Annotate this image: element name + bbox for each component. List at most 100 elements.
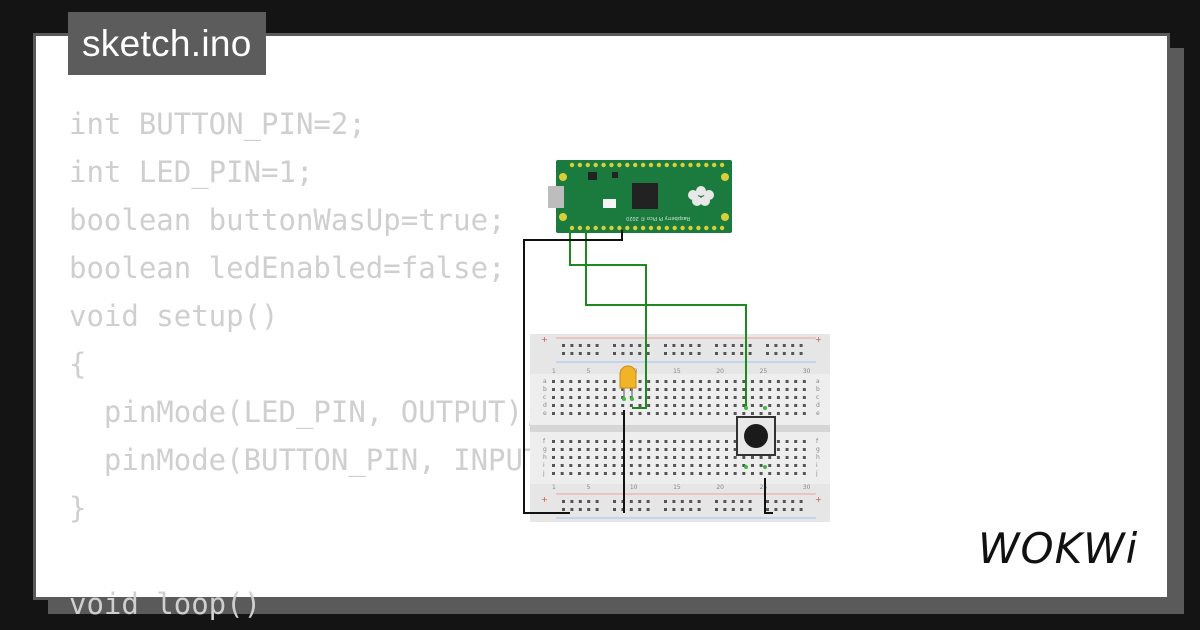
rail-hole	[689, 500, 693, 503]
code-line[interactable]: {	[69, 347, 87, 381]
file-tab[interactable]: sketch.ino	[68, 12, 266, 75]
terminal-hole	[716, 412, 720, 415]
wire-button-signal	[585, 230, 747, 408]
pico-pin[interactable]	[704, 162, 709, 168]
pico-pin[interactable]	[648, 225, 654, 231]
pico-pin[interactable]	[617, 225, 622, 231]
pico-pin[interactable]	[609, 225, 614, 231]
terminal-hole	[621, 448, 625, 451]
terminal-hole	[569, 440, 573, 443]
pico-pin[interactable]	[609, 162, 614, 168]
terminal-hole	[629, 404, 633, 407]
pico-pin[interactable]	[680, 162, 685, 168]
pico-pin[interactable]	[640, 225, 646, 231]
terminal-hole	[742, 412, 746, 415]
terminal-hole	[577, 448, 581, 451]
terminal-hole	[750, 388, 754, 391]
rail-hole	[672, 508, 676, 511]
terminal-hole	[647, 448, 651, 451]
pico-pin[interactable]	[664, 225, 669, 231]
terminal-hole	[794, 388, 798, 391]
terminal-hole	[716, 388, 720, 391]
pico-pin[interactable]	[696, 162, 701, 168]
pico-pin[interactable]	[640, 162, 646, 168]
pushbutton[interactable]	[736, 416, 776, 456]
terminal-hole	[725, 380, 728, 383]
code-line[interactable]: boolean buttonWasUp=true;	[69, 203, 506, 237]
pico-pin[interactable]	[664, 162, 669, 168]
terminal-hole	[699, 388, 703, 391]
pico-pin[interactable]	[688, 162, 693, 168]
pico-pin[interactable]	[696, 225, 701, 231]
raspberry-logo-icon	[688, 186, 714, 206]
pico-pin[interactable]	[648, 162, 654, 168]
terminal-hole	[647, 440, 651, 443]
terminal-hole	[699, 440, 703, 443]
code-line[interactable]: int LED_PIN=1;	[69, 155, 314, 189]
rail-hole	[723, 508, 727, 511]
terminal-hole	[577, 388, 581, 391]
pico-pin[interactable]	[585, 225, 590, 231]
pico-pin[interactable]	[601, 162, 606, 168]
pico-board[interactable]: Raspberry Pi Pico © 2020	[548, 160, 732, 233]
pico-pin[interactable]	[617, 162, 622, 168]
pico-pin[interactable]	[633, 225, 638, 231]
rail-hole	[587, 508, 591, 511]
pico-pin[interactable]	[680, 225, 685, 231]
led[interactable]	[619, 365, 637, 398]
pico-pin[interactable]	[688, 225, 693, 231]
rail-hole	[638, 344, 642, 347]
terminal-hole	[560, 412, 564, 415]
terminal-hole	[552, 440, 555, 443]
pico-pin[interactable]	[633, 162, 638, 168]
pico-pin[interactable]	[577, 162, 583, 168]
pico-pin[interactable]	[656, 225, 662, 231]
terminal-hole	[802, 396, 806, 399]
terminal-hole	[673, 464, 677, 467]
column-label: 25	[760, 484, 768, 491]
terminal-hole	[733, 456, 737, 459]
code-line[interactable]: boolean ledEnabled=false;	[69, 251, 506, 285]
terminal-hole	[552, 464, 555, 467]
breadboard-holes	[552, 344, 806, 511]
code-line[interactable]: void loop()	[69, 587, 262, 621]
code-line[interactable]: int BUTTON_PIN=2;	[69, 107, 366, 141]
code-line[interactable]: pinMode(LED_PIN, OUTPUT);	[69, 395, 541, 429]
pushbutton-cap[interactable]	[744, 424, 768, 448]
pico-pin[interactable]	[672, 225, 677, 231]
terminal-hole	[681, 472, 685, 475]
pico-pin[interactable]	[625, 162, 630, 168]
pico-pin[interactable]	[712, 162, 717, 168]
terminal-hole	[577, 456, 581, 459]
pico-pin[interactable]	[593, 162, 598, 168]
pico-pin[interactable]	[585, 162, 590, 168]
code-line[interactable]: void setup()	[69, 299, 279, 333]
pico-pin[interactable]	[672, 162, 677, 168]
wires	[523, 230, 773, 514]
pico-pin[interactable]	[712, 225, 717, 231]
terminal-hole	[785, 388, 789, 391]
terminal-hole	[569, 472, 573, 475]
terminal-hole	[569, 388, 573, 391]
pico-pin[interactable]	[719, 225, 725, 231]
pico-pin[interactable]	[601, 225, 606, 231]
code-line[interactable]: }	[69, 491, 87, 525]
pico-pin[interactable]	[656, 162, 662, 168]
terminal-hole	[802, 404, 806, 407]
rail-hole	[731, 500, 735, 503]
pico-pin[interactable]	[704, 225, 709, 231]
pico-pin[interactable]	[577, 225, 583, 231]
pin-highlight	[744, 406, 748, 410]
pico-pin[interactable]	[625, 225, 630, 231]
pico-pin[interactable]	[569, 225, 575, 231]
terminal-hole	[776, 448, 780, 451]
pico-pin[interactable]	[593, 225, 598, 231]
pico-pin[interactable]	[569, 162, 575, 168]
terminal-hole	[664, 464, 668, 467]
pico-pin[interactable]	[719, 162, 725, 168]
rail-hole	[587, 344, 591, 347]
terminal-hole	[638, 464, 642, 467]
rail-hole	[672, 352, 676, 355]
terminal-hole	[586, 388, 590, 391]
